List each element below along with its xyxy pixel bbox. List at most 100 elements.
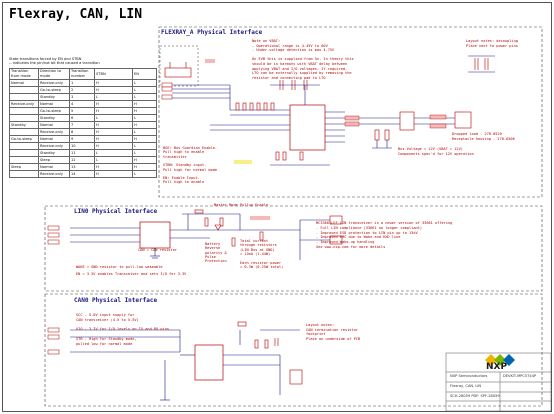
state-table-caption-line: -- indicates the pin/not bit that caused…	[9, 61, 100, 65]
table-cell: 13	[69, 163, 95, 171]
table-header: EN	[132, 68, 157, 80]
table-cell: H	[93, 135, 134, 143]
flexray-bottom-resistors	[270, 151, 330, 166]
title-block	[445, 352, 552, 412]
note-line: STB - High for Standby mode,	[76, 337, 137, 341]
table-cell: 5	[69, 107, 95, 115]
lin-can-note: CAN = CAN resistor	[138, 248, 177, 252]
table-cell: L	[132, 93, 157, 101]
note-line: On EVB this is supplied from 5v. In theo…	[252, 57, 354, 62]
note-line: Layout notes: decoupling	[466, 39, 518, 43]
can-input-labels	[47, 327, 60, 355]
lin-input-wires	[70, 227, 140, 243]
table-cell: Normal	[38, 163, 70, 171]
flexray-bus-labels	[344, 115, 360, 127]
table-cell: 2	[69, 86, 95, 94]
table-cell: L	[93, 114, 134, 122]
note-line: VIO - 3.3V for I/O levels on TX and RX p…	[76, 327, 170, 332]
table-cell	[9, 142, 39, 150]
table-cell: Receive-only	[9, 100, 39, 108]
note-line: Layout notes:	[306, 323, 335, 327]
table-cell: L	[132, 149, 157, 157]
note-line: - Improved ESD protection to LIN pin up …	[316, 230, 418, 235]
note-line: Each resistor power	[240, 260, 282, 265]
flexray-pull-resistors	[235, 102, 275, 111]
note-line: = 0.3W (0.25W total)	[240, 264, 284, 269]
note-line: - Under-voltage detection is max 4.75V	[252, 48, 335, 53]
note-line: Pulse	[205, 254, 216, 259]
table-cell: H	[132, 135, 157, 143]
table-header: Transition number	[69, 68, 95, 80]
lin-wake-note: WAKE = GND resistor to pull-low wakeable	[76, 265, 163, 269]
flexray-decoupling-caps	[270, 80, 320, 105]
note-line: pulled low for normal mode	[76, 341, 133, 346]
table-cell: 3	[69, 93, 95, 101]
table-cell: L	[132, 170, 157, 178]
table-header: STBN	[93, 68, 134, 80]
table-cell: L	[132, 86, 157, 94]
table-cell: 4	[69, 100, 95, 108]
note-line: footprint	[306, 332, 326, 337]
table-cell: Standby	[9, 121, 39, 129]
note-line: STBN: Standby input.	[163, 163, 207, 168]
table-cell: Normal	[9, 79, 39, 87]
table-cell: L	[132, 128, 157, 136]
note-line: Pull high to enable	[163, 150, 205, 155]
note-line: VCC - 5.0V input supply for	[76, 313, 135, 317]
table-cell	[9, 170, 39, 178]
note-line: EN: Enable Input.	[163, 176, 200, 181]
flexray-right-label-boxes	[429, 114, 447, 129]
title-block-board: DEVKIT-MPC5744P	[503, 374, 537, 378]
lin-section-label: LIN0 Physical Interface	[74, 208, 158, 215]
table-cell: H	[132, 121, 157, 129]
note-line: Note on VBAT:	[252, 39, 281, 43]
table-cell	[9, 149, 39, 157]
note-line: LTO can be externally supplied by removi…	[252, 71, 352, 76]
lin-section-frame	[44, 205, 543, 292]
can-section-label: CAN0 Physical Interface	[74, 297, 158, 304]
table-cell: Normal	[38, 100, 70, 108]
state-transition-table: Transition from mode Direction to mode T…	[9, 68, 157, 178]
table-cell: L	[93, 156, 134, 164]
table-cell: Standby	[38, 114, 70, 122]
table-cell: Sleep	[9, 163, 39, 171]
note-line: - Improved Wake-up handling	[316, 240, 375, 245]
table-header: Direction to mode	[38, 68, 70, 80]
table-cell: 9	[69, 135, 95, 143]
note-line: Battery	[205, 242, 221, 246]
page-title: Flexray, CAN, LIN	[9, 7, 143, 22]
table-cell: H	[132, 100, 157, 108]
note-line: through resistors	[240, 243, 277, 248]
table-cell: Receive-only	[38, 170, 70, 178]
table-cell	[9, 86, 39, 94]
table-cell: Receive-only	[38, 128, 70, 136]
table-cell: Receive-only	[38, 79, 70, 87]
flexray-input-labels	[161, 82, 173, 100]
flexray-choke-note: Dropped load - 27R-0520	[452, 132, 502, 136]
flexray-section-label: FLEXRAY_A Physical Interface	[161, 29, 263, 36]
flexray-vbat-frame	[159, 45, 199, 87]
lin-resistor-highlight	[250, 216, 270, 220]
table-cell: 1	[69, 79, 95, 87]
lin-en-note: EN = 3.3V enables Transceiver and sets I…	[76, 272, 187, 276]
flexray-yellow-highlight	[234, 160, 252, 164]
table-cell: H	[93, 142, 134, 150]
note-line: CAN transceiver (4.5 to 5.5V)	[76, 317, 139, 322]
title-block-company: NXP Semiconductors	[450, 374, 488, 378]
table-cell: L	[93, 149, 134, 157]
note-line: CAN termination resistor	[306, 327, 358, 332]
can-output-wires	[160, 329, 300, 401]
note-line: Pull high to enable	[163, 180, 205, 185]
table-cell: Normal	[38, 135, 70, 143]
